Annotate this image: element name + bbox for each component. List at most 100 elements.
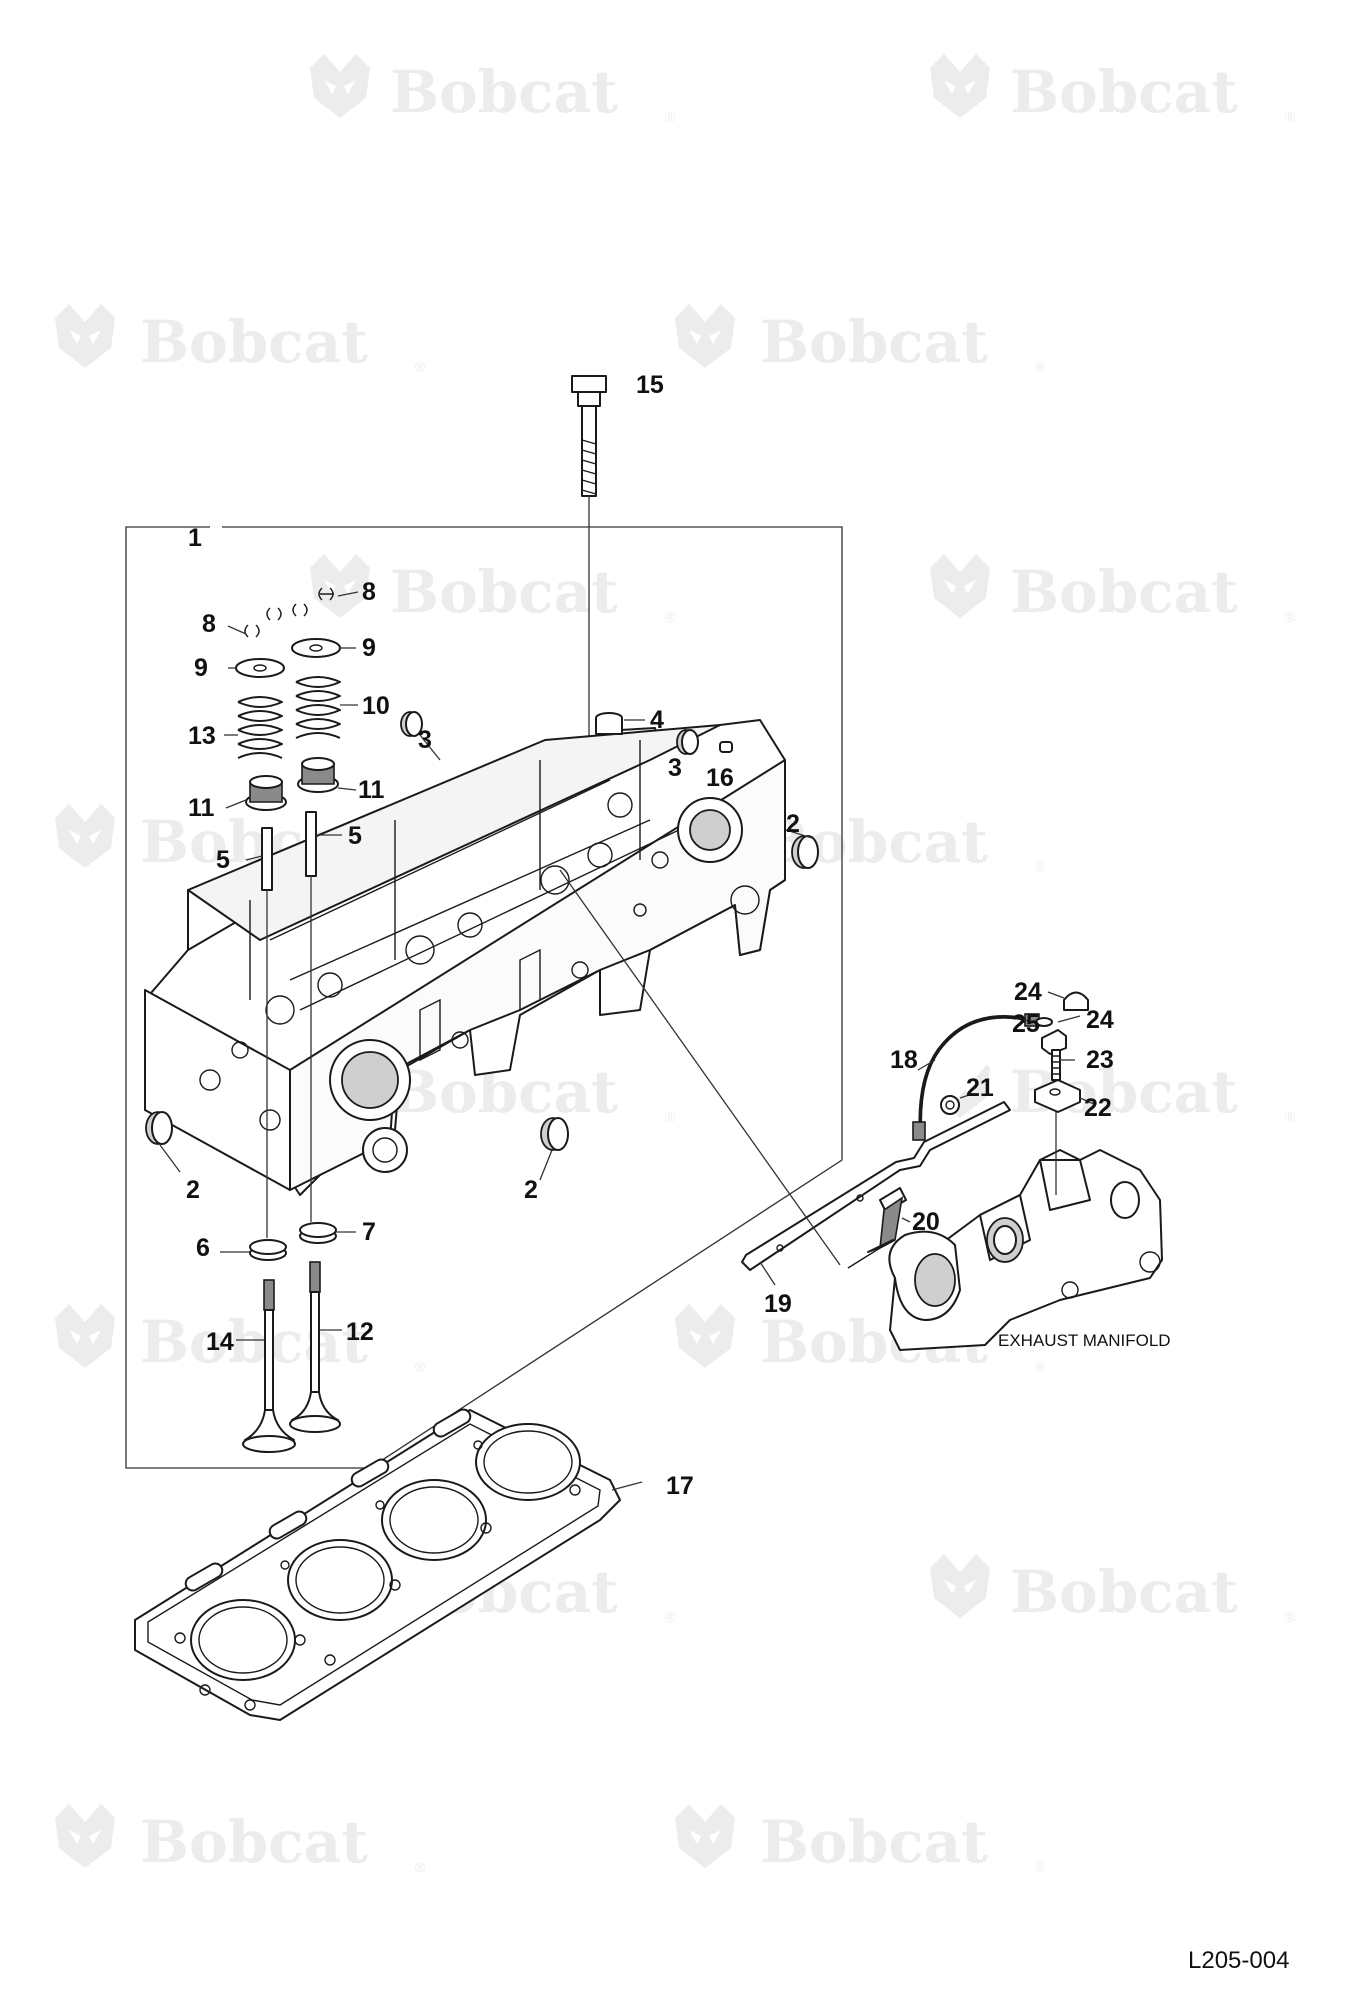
svg-text:®: ® <box>415 359 426 375</box>
stud <box>1051 1049 1061 1081</box>
valve-collet <box>266 607 282 621</box>
hex-nut <box>1041 1029 1067 1055</box>
callout-2: 2 <box>524 1176 538 1204</box>
watermark: Bobcat ® <box>310 554 676 626</box>
glow-plug-bus-bar <box>741 1101 1011 1271</box>
bus-bar-nut <box>940 1095 960 1115</box>
valve-spring <box>295 676 341 739</box>
svg-text:®: ® <box>1285 1609 1296 1625</box>
callout-9: 9 <box>194 654 208 682</box>
valve-collet <box>244 624 260 638</box>
svg-text:®: ® <box>1035 1359 1046 1375</box>
cup-plug <box>595 712 623 735</box>
callout-8: 8 <box>362 578 376 606</box>
intake-valve <box>242 1279 296 1453</box>
spring-retainer <box>235 658 285 678</box>
callout-12: 12 <box>346 1318 374 1346</box>
svg-text:Bobcat: Bobcat <box>1010 558 1238 626</box>
callout-2: 2 <box>186 1176 200 1204</box>
valve-guide <box>261 827 273 891</box>
callout-3: 3 <box>418 726 432 754</box>
cylinder-head-gasket <box>134 1408 621 1721</box>
svg-text:®: ® <box>415 1859 426 1875</box>
head-bolt <box>571 375 607 497</box>
valve-collet <box>318 587 334 601</box>
callout-24: 24 <box>1014 978 1042 1006</box>
callout-11: 11 <box>358 776 385 804</box>
valve-stem-seal <box>297 757 339 793</box>
callout-5: 5 <box>216 846 230 874</box>
core-plug <box>400 711 423 737</box>
watermark: Bobcat ® <box>55 1304 426 1376</box>
valve-stem-seal <box>245 775 287 811</box>
watermark: Bobcat ® <box>930 554 1296 626</box>
valve-collet <box>292 603 308 617</box>
callout-5: 5 <box>348 822 362 850</box>
svg-text:®: ® <box>1285 609 1296 625</box>
callout-8: 8 <box>202 610 216 638</box>
callout-10: 10 <box>362 692 390 720</box>
spring-retainer <box>291 638 341 658</box>
callout-17: 17 <box>666 1472 694 1500</box>
figure-reference: L205-004 <box>1188 1947 1289 1974</box>
watermark: Bobcat ® <box>930 54 1296 126</box>
valve-spring <box>237 696 283 759</box>
glow-plug <box>847 1187 907 1269</box>
svg-text:®: ® <box>665 1609 676 1625</box>
core-plug <box>676 729 699 755</box>
svg-text:Bobcat: Bobcat <box>760 308 988 376</box>
svg-text:®: ® <box>1035 1859 1046 1875</box>
callout-7: 7 <box>362 1218 376 1246</box>
callout-11: 11 <box>188 794 215 822</box>
callout-3: 3 <box>668 754 682 782</box>
callout-1: 1 <box>188 524 202 552</box>
callout-2: 2 <box>786 810 800 838</box>
valve-guide <box>305 811 317 877</box>
callout-21: 21 <box>966 1074 994 1102</box>
callout-18: 18 <box>890 1046 918 1074</box>
svg-text:Bobcat: Bobcat <box>140 1308 368 1376</box>
watermark: Bobcat ® <box>675 1804 1046 1876</box>
exhaust-manifold-label: EXHAUST MANIFOLD <box>998 1331 1171 1350</box>
svg-text:Bobcat: Bobcat <box>390 558 618 626</box>
svg-text:®: ® <box>665 1109 676 1125</box>
svg-text:Bobcat: Bobcat <box>140 1808 368 1876</box>
callout-4: 4 <box>650 706 664 734</box>
callout-25: 25 <box>1012 1010 1040 1038</box>
watermark: Bobcat ® <box>55 304 426 376</box>
callout-20: 20 <box>912 1208 940 1236</box>
callout-16: 16 <box>706 764 734 792</box>
svg-text:®: ® <box>415 1359 426 1375</box>
dowel-pin <box>719 741 733 753</box>
watermark: Bobcat ® <box>55 1804 426 1876</box>
svg-text:®: ® <box>1285 1109 1296 1125</box>
callout-13: 13 <box>188 722 216 750</box>
acorn-nut <box>1063 991 1089 1011</box>
watermark: Bobcat ® <box>930 1554 1296 1626</box>
svg-text:®: ® <box>1035 359 1046 375</box>
callout-19: 19 <box>764 1290 792 1318</box>
callout-24: 24 <box>1086 1006 1114 1034</box>
callout-9: 9 <box>362 634 376 662</box>
callout-23: 23 <box>1086 1046 1114 1074</box>
svg-text:®: ® <box>1285 109 1296 125</box>
callout-14: 14 <box>206 1328 234 1356</box>
valve-seat-insert <box>249 1239 287 1261</box>
callout-15: 15 <box>636 371 664 399</box>
cylinder-head <box>144 719 786 1196</box>
svg-text:®: ® <box>1035 859 1046 875</box>
svg-text:Bobcat: Bobcat <box>390 58 618 126</box>
expansion-plug <box>540 1117 569 1151</box>
watermark: Bobcat ® <box>675 304 1046 376</box>
svg-text:Bobcat: Bobcat <box>1010 1558 1238 1626</box>
svg-text:Bobcat: Bobcat <box>1010 58 1238 126</box>
expansion-plug <box>145 1111 173 1145</box>
exhaust-valve <box>289 1261 341 1433</box>
svg-text:®: ® <box>665 609 676 625</box>
callout-6: 6 <box>196 1234 210 1262</box>
svg-text:Bobcat: Bobcat <box>760 1808 988 1876</box>
exhaust-manifold <box>888 1149 1163 1351</box>
expansion-plug <box>791 835 819 869</box>
callout-22: 22 <box>1084 1094 1112 1122</box>
